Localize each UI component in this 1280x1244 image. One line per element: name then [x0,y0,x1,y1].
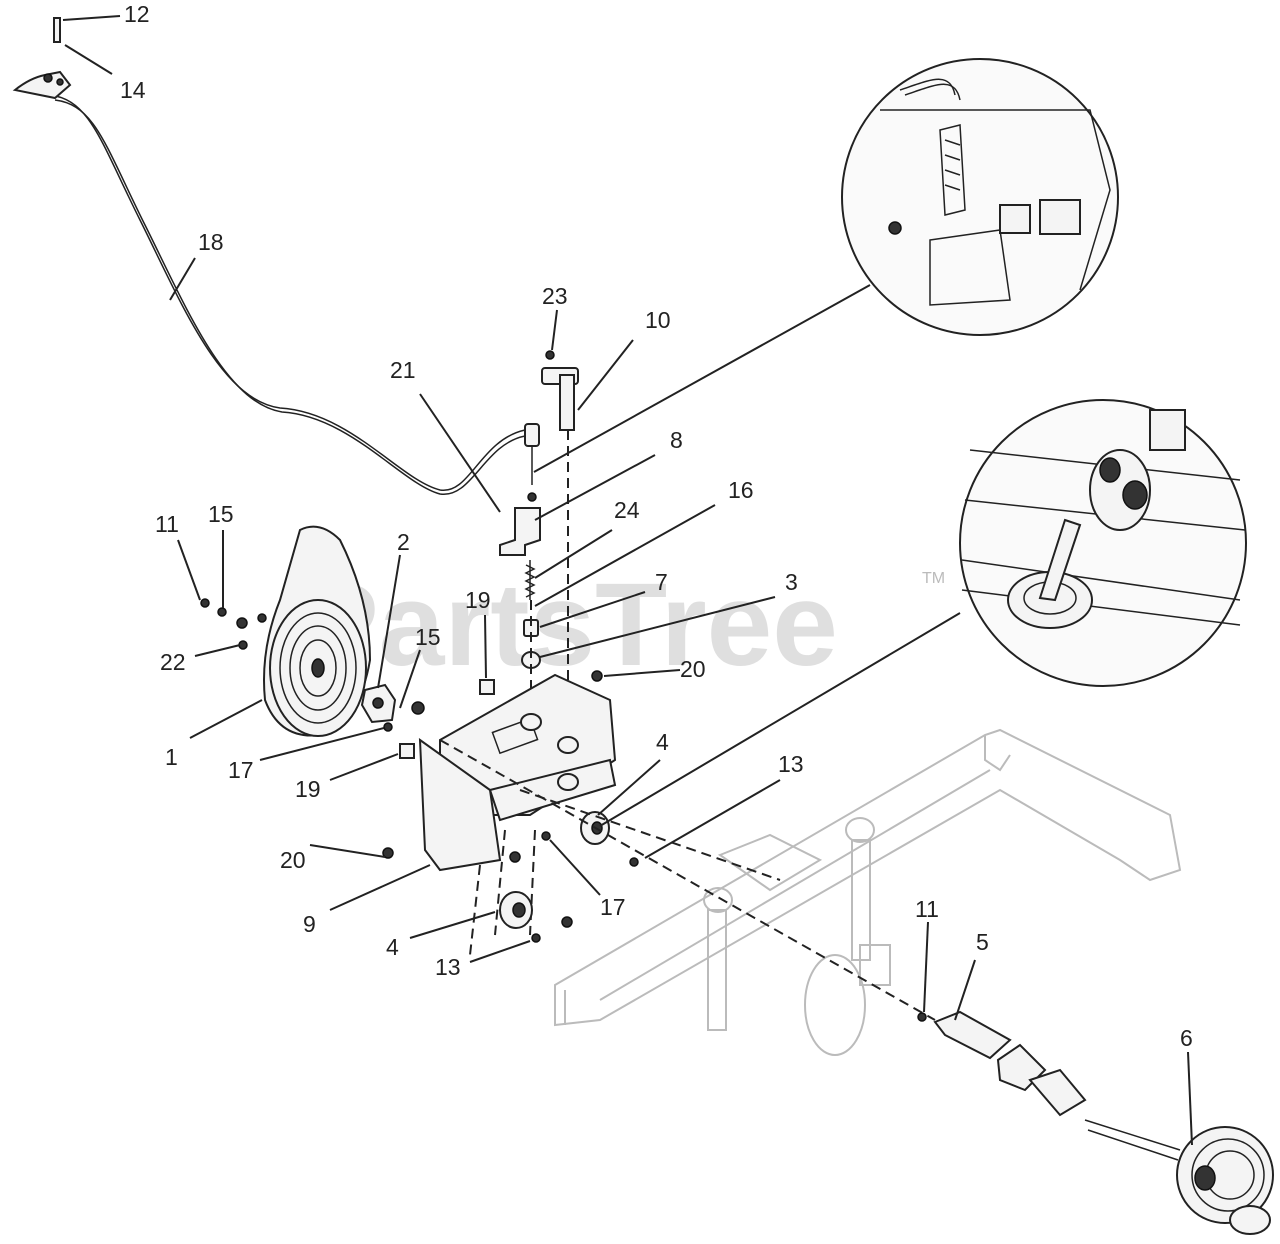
idler-bracket [360,683,397,724]
callout-22: 22 [160,649,186,675]
callout-13-lower: 13 [435,954,461,980]
callout-23: 23 [542,283,568,309]
callout-19-upper: 19 [465,587,491,613]
callout-8: 8 [670,427,683,453]
detail-circle-shaft [959,399,1247,687]
pto-pulley-belt [263,525,372,737]
callout-21: 21 [390,357,416,383]
callout-14: 14 [120,77,146,103]
callout-15-lower: 15 [415,624,441,650]
callout-4-upper: 4 [656,729,669,755]
callout-18: 18 [198,229,224,255]
callout-13-upper: 13 [778,751,804,777]
detail-leader-shaft [599,612,961,827]
callout-24: 24 [614,497,640,523]
callout-labels: 12 14 18 23 10 21 8 24 16 11 15 2 19 7 3… [120,1,1193,1051]
callout-16: 16 [728,477,754,503]
bushing-lower [499,891,533,929]
callout-17-upper: 17 [228,757,254,783]
dashed-axis-bushing [519,789,781,881]
callout-15-upper: 15 [208,501,234,527]
callout-19-lower: 19 [295,776,321,802]
callout-1: 1 [165,744,178,770]
callout-17-lower: 17 [600,894,626,920]
callout-11-upper: 11 [155,511,179,537]
lever-assembly [499,350,579,669]
callout-4-lower: 4 [386,934,399,960]
dashed-axis-driveshaft [439,739,936,1021]
dashed-axis-mid [494,829,506,936]
callout-20-lower: 20 [280,847,306,873]
detail-leader-spring [533,284,871,473]
hardware-small [200,598,639,943]
clutch-cable [49,94,540,502]
callout-7: 7 [655,569,668,595]
callout-9: 9 [303,911,316,937]
leader-lines [62,15,1193,1146]
pto-clutch [1176,1126,1274,1235]
callout-6: 6 [1180,1025,1193,1051]
detail-circle-spring [841,58,1119,336]
drive-shaft [917,1010,1181,1161]
callout-10: 10 [645,307,671,333]
callout-20-upper: 20 [680,656,706,682]
mounting-plate [418,673,617,872]
watermark-trademark: TM [922,570,945,587]
callout-12: 12 [124,1,150,27]
callout-2: 2 [397,529,410,555]
dashed-axis-left [469,864,481,956]
callout-5: 5 [976,929,989,955]
callout-11-lower: 11 [915,896,939,922]
cable-handle [12,17,72,100]
callout-3: 3 [785,569,798,595]
tractor-frame [554,728,1182,1056]
